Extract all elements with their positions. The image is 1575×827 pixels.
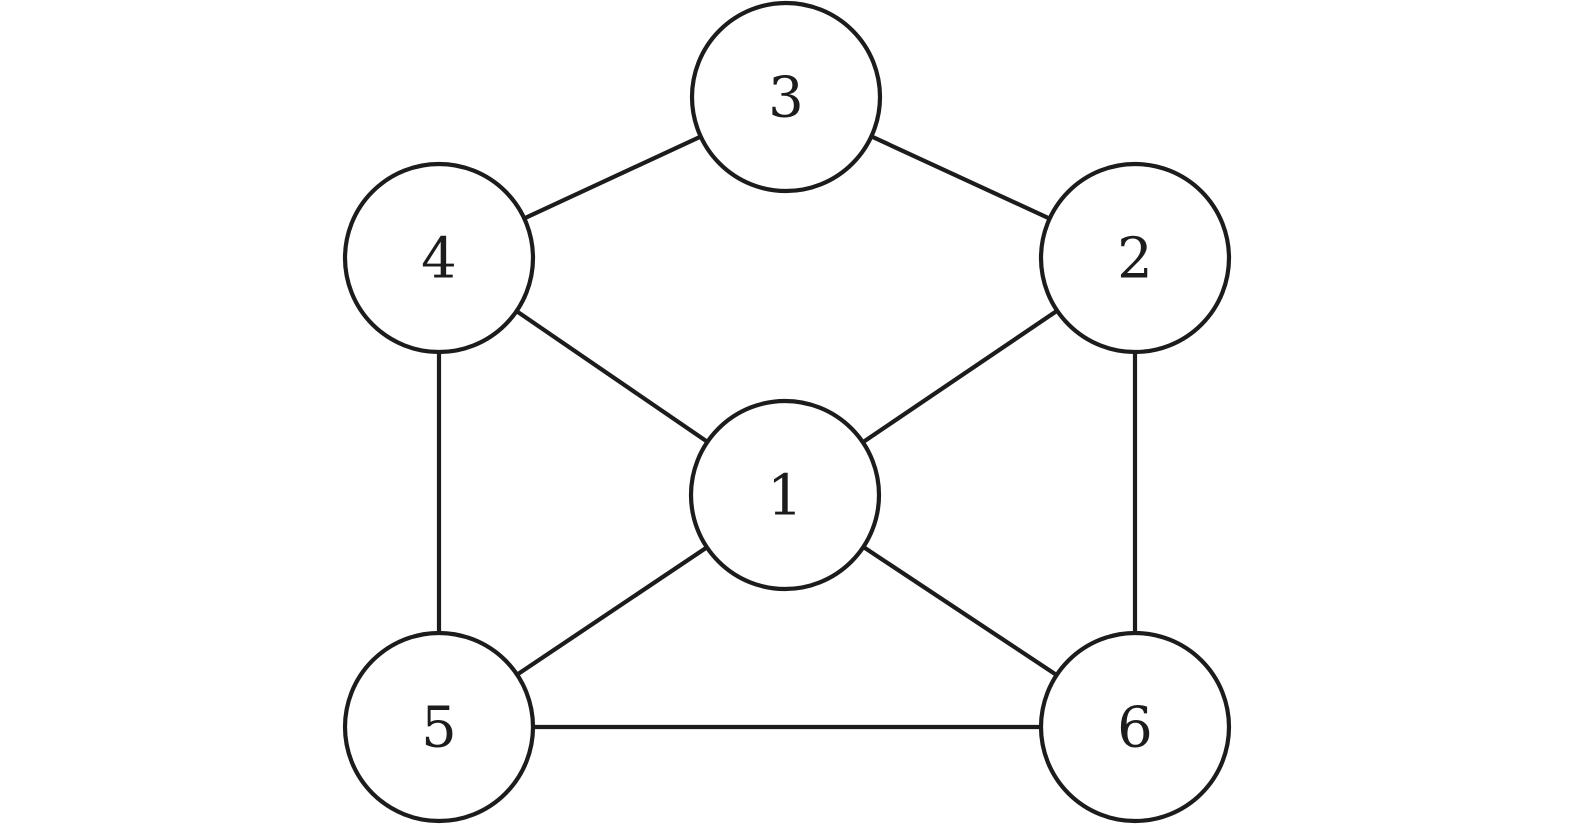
graph-node-5: 5 [342, 630, 536, 824]
node-label: 6 [1117, 696, 1153, 761]
node-label: 3 [768, 66, 804, 131]
node-label: 5 [421, 696, 457, 761]
graph-node-4: 4 [342, 161, 536, 355]
graph-node-1: 1 [688, 398, 882, 592]
node-circle [342, 161, 536, 355]
node-circle [1038, 161, 1232, 355]
graph-node-2: 2 [1038, 161, 1232, 355]
node-circle [342, 630, 536, 824]
node-circle [1038, 630, 1232, 824]
node-label: 1 [767, 464, 803, 529]
node-circle [689, 0, 883, 194]
graph-node-6: 6 [1038, 630, 1232, 824]
node-label: 2 [1117, 227, 1153, 292]
nodes-layer: 1 2 3 4 5 6 [342, 0, 1232, 824]
node-circle [688, 398, 882, 592]
node-label: 4 [421, 227, 457, 292]
graph-node-3: 3 [689, 0, 883, 194]
